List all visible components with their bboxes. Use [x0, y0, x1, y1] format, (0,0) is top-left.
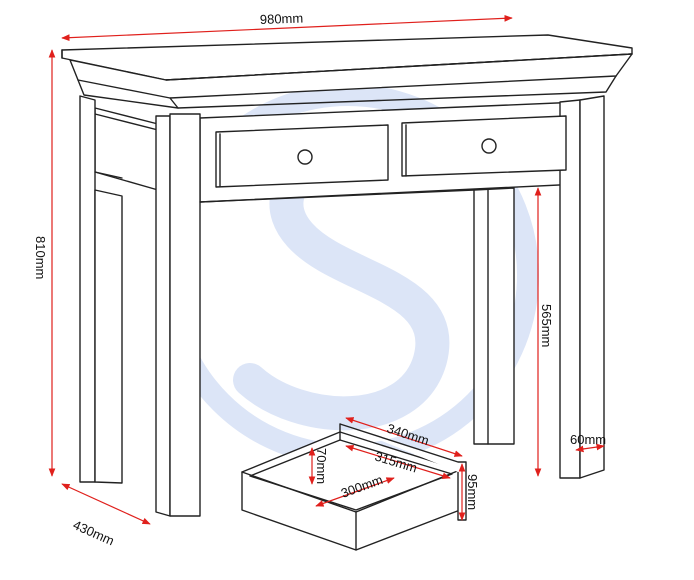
width-dimension-line: [61, 14, 513, 42]
depth-label: 430mm: [71, 517, 117, 548]
height-label: 810mm: [33, 236, 48, 279]
drawer-inner-length-dimension-line: [345, 445, 451, 479]
drawer-outer-height-label: 95mm: [465, 474, 480, 510]
drawer-inner-height-label: 70mm: [314, 448, 329, 484]
table-top: [61, 34, 633, 109]
dimension-lines: [48, 14, 605, 525]
width-label: 980mm: [260, 10, 304, 27]
drawer-right[interactable]: [401, 115, 567, 177]
drawer-left-knob-icon: [297, 149, 313, 165]
drawer-left[interactable]: [215, 124, 389, 188]
leg-width-label: 60mm: [570, 432, 606, 447]
leg-height-label: 565mm: [539, 304, 554, 347]
drawer-inner-width-dimension-line: [315, 477, 395, 507]
leg-width-dimension-line: [575, 443, 605, 453]
drawer-right-knob-icon: [481, 138, 497, 154]
depth-dimension-line: [61, 483, 151, 525]
